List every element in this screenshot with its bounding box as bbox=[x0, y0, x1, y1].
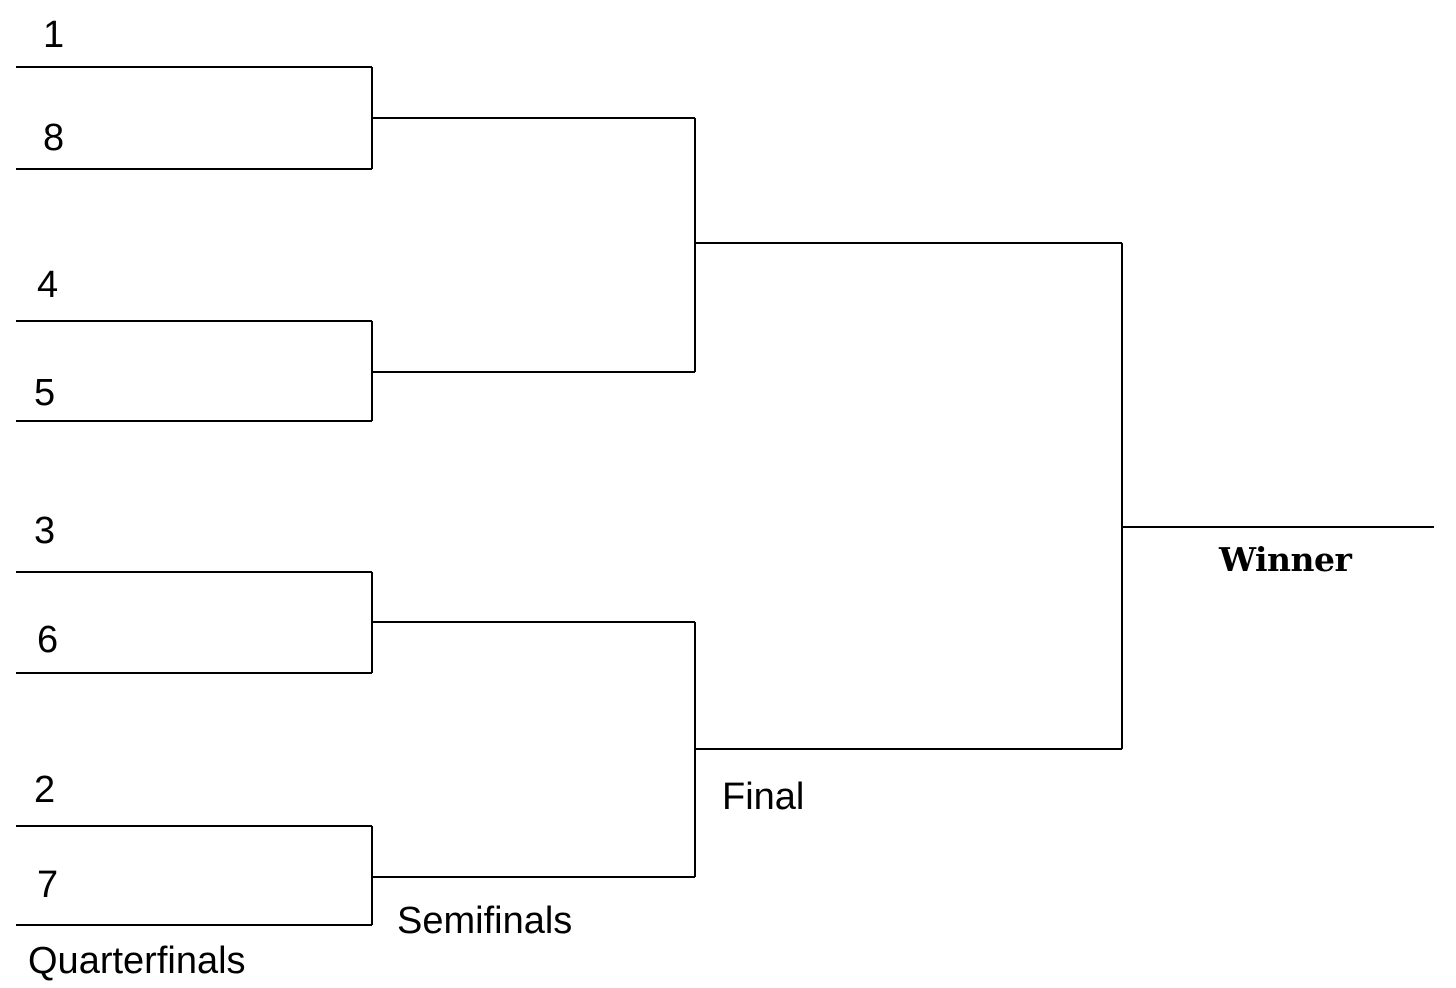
seed-3-label: 3 bbox=[34, 510, 56, 552]
seed-8-label: 8 bbox=[43, 117, 65, 159]
seed-6-label: 6 bbox=[37, 619, 59, 661]
winner-label: Winner bbox=[1219, 540, 1352, 579]
final-label: Final bbox=[722, 776, 805, 818]
seed-7-label: 7 bbox=[37, 864, 59, 906]
seed-2-label: 2 bbox=[34, 769, 56, 811]
semifinals-label: Semifinals bbox=[397, 900, 573, 942]
seed-4-label: 4 bbox=[37, 264, 59, 306]
seed-5-label: 5 bbox=[34, 372, 56, 414]
seed-1-label: 1 bbox=[43, 14, 65, 56]
quarterfinals-label: Quarterfinals bbox=[28, 940, 246, 982]
